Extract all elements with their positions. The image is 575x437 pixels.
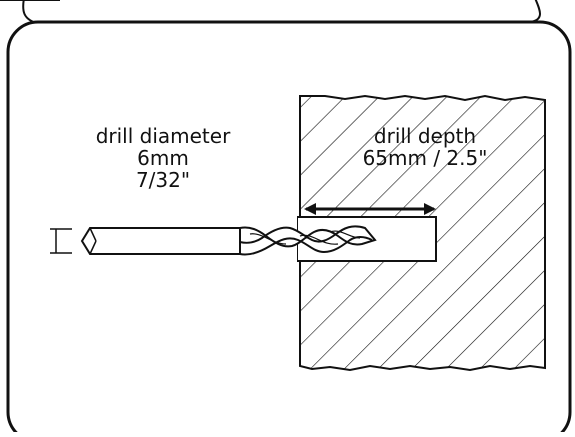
- drill-bit: [80, 225, 377, 256]
- depth-value: 65mm / 2.5": [362, 146, 488, 170]
- diameter-title: drill diameter: [95, 124, 231, 148]
- top-right-border: [529, 0, 541, 23]
- drill-diameter-label: drill diameter 6mm 7/32": [88, 125, 238, 191]
- diameter-imperial: 7/32": [135, 168, 191, 192]
- drill-depth-label: drill depth 65mm / 2.5": [340, 125, 510, 169]
- diameter-metric: 6mm: [137, 146, 189, 170]
- diameter-indicator: [50, 228, 72, 254]
- depth-title: drill depth: [373, 124, 477, 148]
